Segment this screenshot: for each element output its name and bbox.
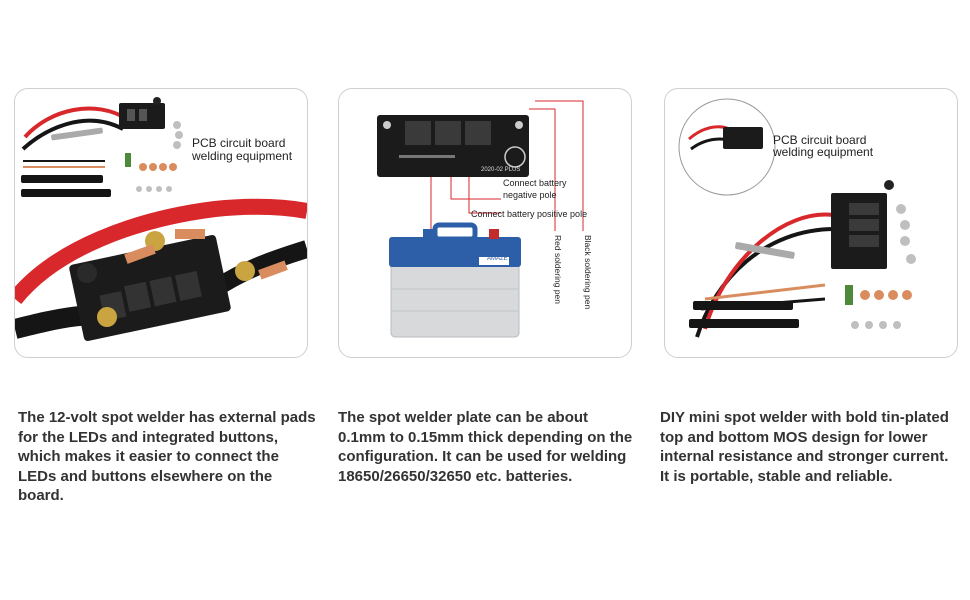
caption-1: The 12-volt spot welder has external pad… [18,409,316,504]
product-image-panel-1: PCB circuit board welding equipment [14,88,308,358]
pcb-label: PCB circuit board [192,136,286,150]
positive-pole-label: Connect battery positive pole [471,209,588,219]
equipment-label: welding equipment [773,145,874,159]
caption-3: DIY mini spot welder with bold tin-plate… [660,409,949,485]
product-image-panel-2: Connect battery negative pole Connect ba… [338,88,632,358]
black-pen-label: Black soldering pen [583,235,593,310]
equipment-label: welding equipment [192,149,293,163]
negative-pole-label: Connect battery [503,178,567,188]
battery-brand-text: AMAZE [487,256,508,262]
wiring-diagram-illustration [377,100,584,338]
negative-pole-label-2: negative pole [503,190,557,200]
pcb-label: PCB circuit board [773,133,867,147]
welder-closeup-illustration [15,97,307,341]
red-pen-label: Red soldering pen [553,235,563,304]
kit-contents-illustration [678,98,916,338]
board-version-text: 2020-02 PLUS [481,167,521,173]
product-image-panel-3: PCB circuit board welding equipment [664,88,958,358]
caption-2: The spot welder plate can be about 0.1mm… [338,409,633,485]
